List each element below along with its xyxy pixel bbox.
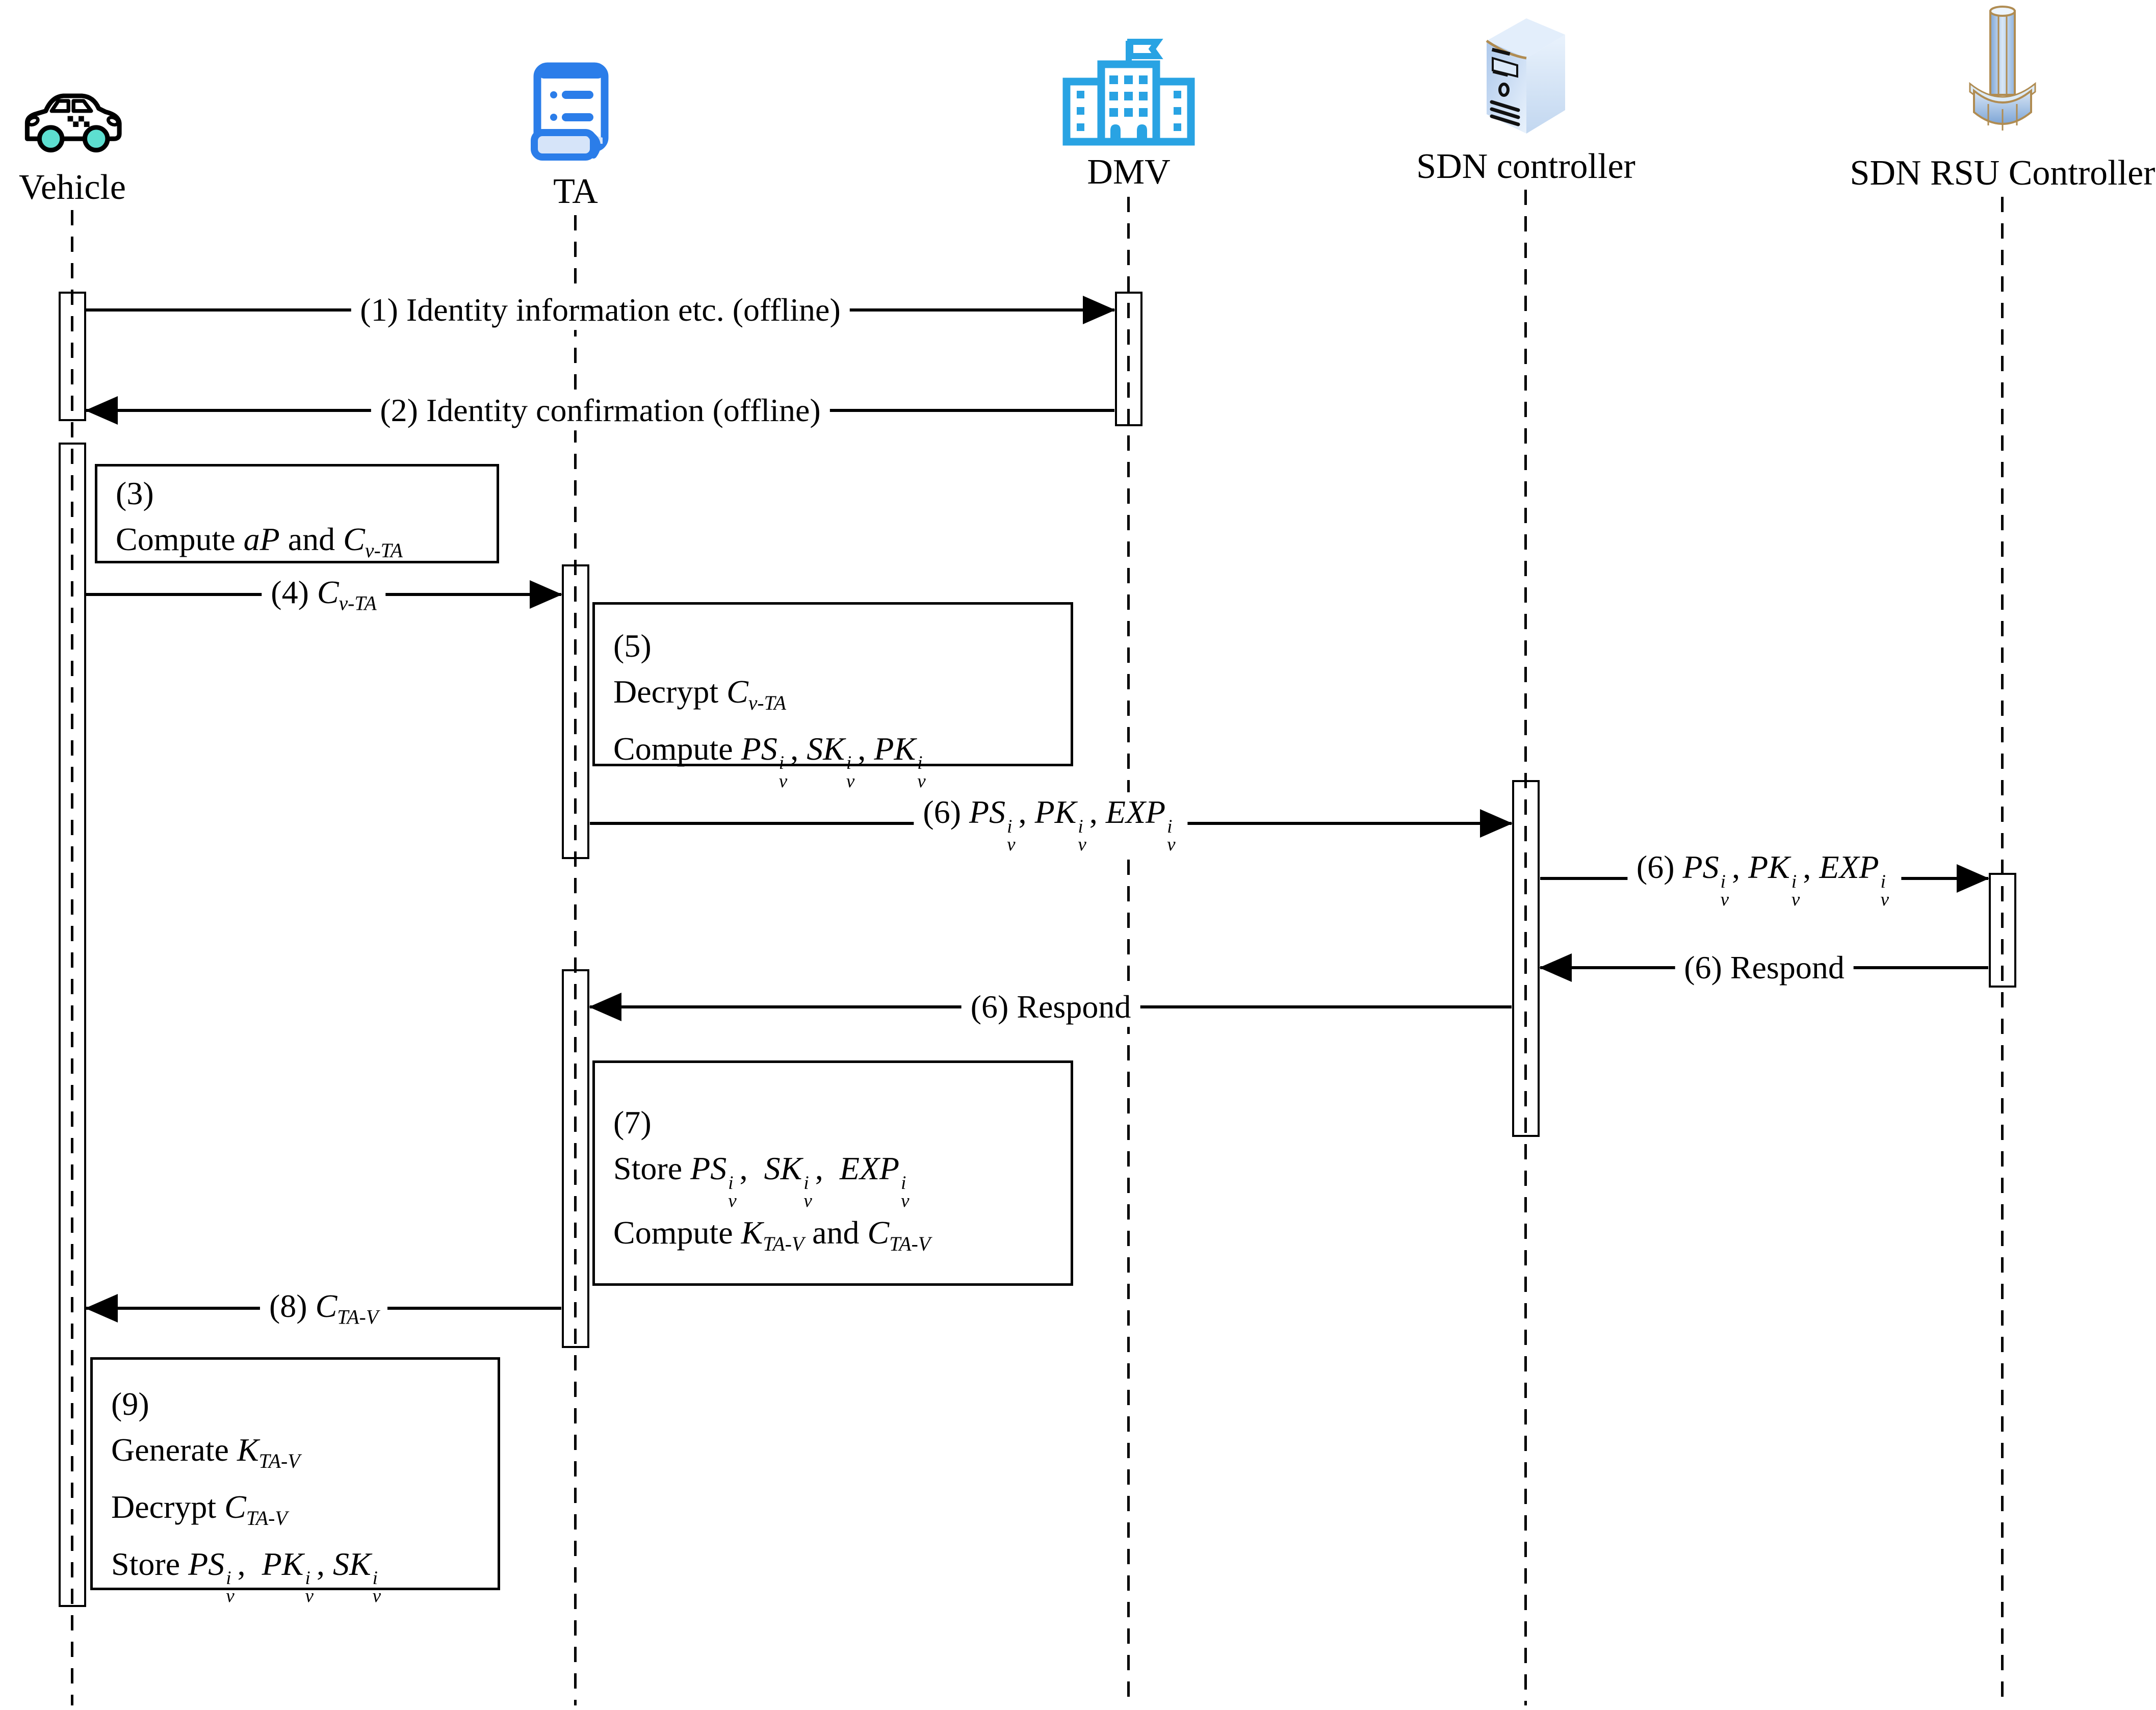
actor-label-sdn: SDN controller (1416, 147, 1635, 186)
server-icon (1477, 9, 1574, 137)
car-icon (15, 79, 130, 163)
activation-bar-ta (562, 564, 589, 859)
actor-label-vehicle: Vehicle (19, 168, 126, 207)
activation-bar-dmv (1115, 292, 1142, 426)
note-line: Decrypt Cv-TA (613, 673, 786, 714)
note-line: (9) (111, 1386, 149, 1422)
note-box-3: (3) Compute aP and Cv-TA (95, 464, 499, 563)
note-line: Generate KTA-V (111, 1432, 300, 1472)
arrowhead-icon (85, 1294, 118, 1323)
note-line: (3) (116, 475, 154, 511)
arrowhead-icon (85, 396, 118, 425)
arrowhead-icon (1957, 864, 1989, 893)
message-label: (8) CTA-V (259, 1286, 388, 1331)
activation-bar-sdn (1512, 780, 1540, 1137)
note-line: Compute aP and Cv-TA (116, 521, 403, 562)
lifeline-vehicle (71, 210, 73, 1705)
actor-label-dmv: DMV (1087, 152, 1171, 192)
note-line: Compute KTA-V and CTA-V (613, 1214, 931, 1255)
note-line: (5) (613, 628, 652, 664)
actor-label-rsu: SDN RSU Controller (1850, 153, 2155, 193)
message-label: (2) Identity confirmation (offline) (371, 391, 830, 430)
arrowhead-icon (589, 993, 621, 1021)
scroll-icon (530, 61, 619, 163)
activation-bar-ta (562, 969, 589, 1348)
arrowhead-icon (1480, 809, 1513, 838)
lifeline-sdn (1524, 190, 1527, 1705)
lifeline-rsu (2001, 197, 2004, 1705)
message-label: (4) Cv-TA (262, 572, 386, 617)
message-label: (6) Respond (961, 987, 1140, 1027)
message-label: (1) Identity information etc. (offline) (351, 290, 850, 330)
activation-bar-rsu (1989, 873, 2016, 988)
lifeline-ta (574, 215, 577, 1705)
building-icon (1056, 35, 1202, 147)
activation-bar-vehicle (59, 292, 86, 421)
actor-label-ta: TA (553, 172, 598, 211)
arrowhead-icon (1083, 296, 1115, 324)
message-label: (6) Respond (1675, 948, 1854, 988)
activation-bar-vehicle (59, 443, 86, 1607)
arrowhead-icon (530, 580, 562, 609)
tower-icon (1961, 4, 2045, 139)
note-line: (7) (613, 1104, 652, 1141)
arrowhead-icon (1539, 953, 1572, 982)
note-line: Decrypt CTA-V (111, 1488, 288, 1530)
lifeline-dmv (1127, 197, 1130, 1705)
